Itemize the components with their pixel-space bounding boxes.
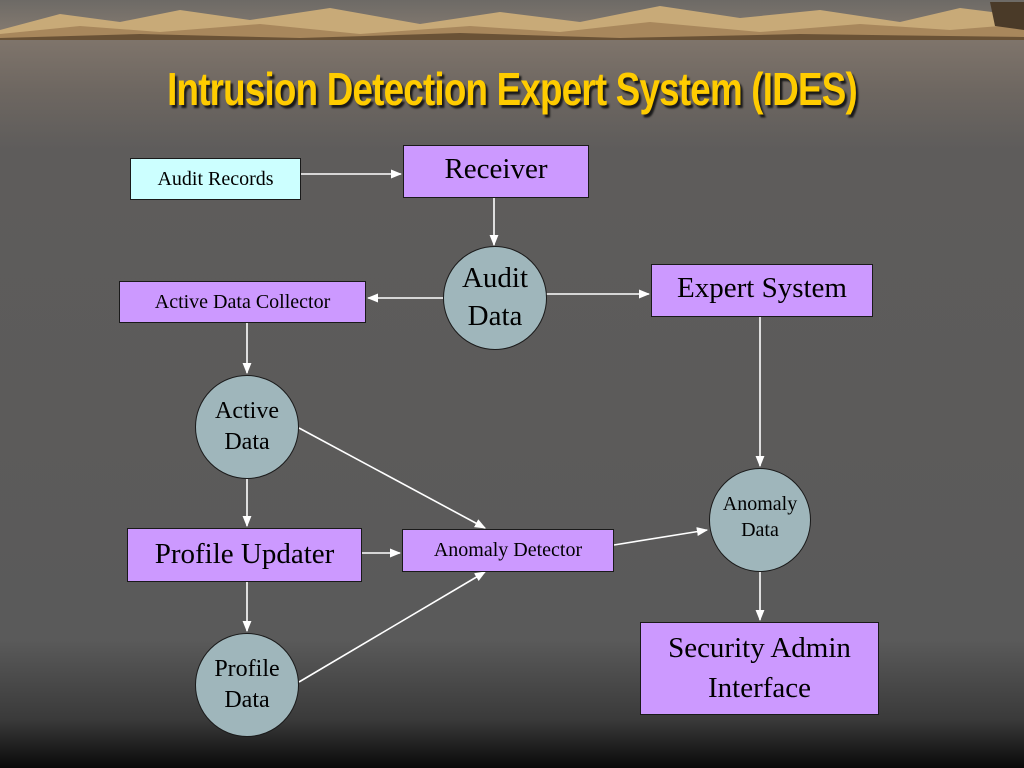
audit-records-label: Audit Records — [157, 167, 274, 190]
profile-data-label-line2: Data — [224, 687, 270, 713]
audit-data-label-line1: Audit — [461, 262, 529, 295]
profile-data-circle: Profile Data — [195, 633, 299, 737]
expert-system-label: Expert System — [677, 271, 847, 304]
active-data-collector-label: Active Data Collector — [154, 290, 331, 313]
active-data-label-line2: Data — [224, 429, 270, 455]
audit-records-box: Audit Records — [130, 158, 301, 200]
active-data-circle: Active Data — [195, 375, 299, 479]
anomaly-detector-box: Anomaly Detector — [402, 529, 614, 572]
active-data-label-line1: Active — [215, 397, 279, 424]
anomaly-data-label-line1: Anomaly — [722, 493, 798, 515]
security-admin-interface-box: Security Admin Interface — [640, 622, 879, 715]
anomaly-detector-label: Anomaly Detector — [433, 539, 583, 561]
slide-title: Intrusion Detection Expert System (IDES) — [167, 63, 858, 115]
profile-updater-label: Profile Updater — [154, 538, 335, 571]
audit-data-circle: Audit Data — [443, 246, 547, 350]
active-data-collector-box: Active Data Collector — [119, 281, 366, 323]
expert-system-box: Expert System — [651, 264, 873, 317]
landscape-banner — [0, 0, 1024, 40]
receiver-label: Receiver — [444, 152, 548, 185]
edge-active-data-to-anomaly-detector — [298, 427, 486, 529]
anomaly-data-label-line2: Data — [741, 519, 779, 541]
security-admin-label-line1: Security Admin — [668, 632, 851, 665]
edge-profile-data-to-anomaly-detector — [298, 571, 486, 683]
profile-updater-box: Profile Updater — [127, 528, 362, 582]
edge-anomaly-detector-to-anomaly-data — [613, 527, 709, 546]
security-admin-label-line2: Interface — [707, 671, 811, 704]
receiver-box: Receiver — [403, 145, 589, 198]
audit-data-label-line2: Data — [467, 300, 523, 332]
profile-data-label-line1: Profile — [214, 655, 280, 682]
anomaly-data-circle: Anomaly Data — [709, 468, 811, 572]
